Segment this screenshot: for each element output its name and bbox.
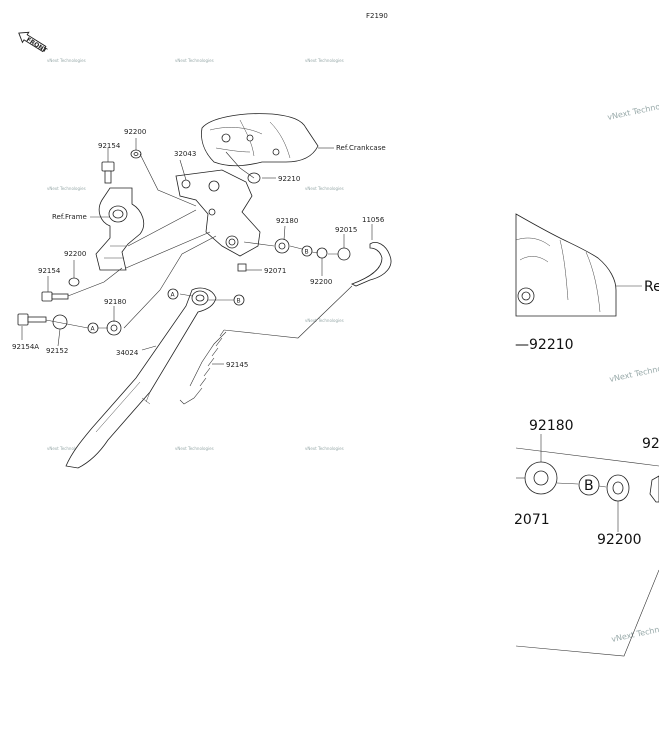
part-label: 11056 bbox=[362, 216, 385, 224]
watermarks: vNext Technologies vNext Technologies vN… bbox=[47, 58, 344, 451]
zoom-callout-b: B bbox=[584, 478, 594, 494]
svg-text:A: A bbox=[91, 326, 96, 333]
watermark: vNext Technologies bbox=[607, 97, 659, 122]
watermark: vNext Technologies bbox=[305, 58, 344, 63]
part-label: 92145 bbox=[226, 361, 248, 369]
part-label: 92210 bbox=[278, 175, 300, 183]
washer-hole bbox=[278, 242, 286, 250]
leader-lines bbox=[21, 138, 373, 365]
crankcase-housing bbox=[201, 113, 319, 167]
ref-frame-label: Ref.Frame bbox=[52, 213, 87, 221]
zoom-detail: vNext Technologies vNext Technologies vN… bbox=[514, 97, 659, 657]
nut-92015 bbox=[337, 247, 351, 261]
watermark: vNext Technologies bbox=[609, 359, 659, 384]
part-label: 92154 bbox=[98, 142, 121, 150]
washer-hole bbox=[110, 324, 118, 332]
part-label: 92200 bbox=[124, 128, 146, 136]
zoom-ref-crankcase: Re bbox=[644, 279, 659, 295]
watermark: vNext Technologies bbox=[305, 446, 344, 451]
watermark: vNext Technologies bbox=[175, 58, 214, 63]
washer-92200-left bbox=[68, 277, 80, 287]
ref-crankcase-label: Ref.Crankcase bbox=[336, 144, 386, 152]
washer-hole bbox=[133, 152, 139, 156]
switch-92071 bbox=[237, 263, 247, 272]
zoom-label-92210: —92210 bbox=[515, 337, 574, 353]
bolt-92154-mid bbox=[41, 291, 69, 302]
svg-text:B: B bbox=[305, 249, 309, 256]
spring bbox=[179, 329, 227, 405]
frame-bracket bbox=[95, 187, 145, 271]
callout-a-upper: A bbox=[167, 288, 179, 300]
watermark: vNext Technologies bbox=[47, 446, 86, 451]
part-label: 92180 bbox=[104, 298, 126, 306]
washer-92200-right bbox=[316, 247, 328, 259]
bolt-92154-top bbox=[101, 161, 115, 184]
callout-b-upper: B bbox=[233, 294, 245, 306]
zoom-label-92180: 92180 bbox=[529, 418, 574, 434]
part-label: 92180 bbox=[276, 217, 298, 225]
front-arrow-icon: FRONT bbox=[18, 31, 49, 55]
part-label: 32043 bbox=[174, 150, 196, 158]
part-label: 92200 bbox=[310, 278, 332, 286]
part-label: 34024 bbox=[116, 349, 139, 357]
part-label: 92071 bbox=[264, 267, 286, 275]
zoom-label-92200: 92200 bbox=[597, 532, 642, 548]
watermark: vNext Technologies bbox=[47, 186, 86, 191]
part-label: 92200 bbox=[64, 250, 86, 258]
side-stand bbox=[65, 287, 217, 469]
diagram-code: F2190 bbox=[366, 12, 388, 20]
rod bbox=[351, 242, 392, 287]
part-label: 92154 bbox=[38, 267, 61, 275]
watermark: vNext Technologies bbox=[611, 619, 659, 644]
svg-text:A: A bbox=[171, 292, 176, 299]
watermark: vNext Technologies bbox=[305, 318, 344, 323]
bolt-92154a bbox=[17, 313, 47, 326]
part-label: 92152 bbox=[46, 347, 68, 355]
watermark: vNext Technologies bbox=[47, 58, 86, 63]
zoom-label-fragment: 92 bbox=[642, 436, 659, 452]
zoom-label-92071-fragment: 2071 bbox=[514, 512, 550, 528]
part-label: 92154A bbox=[12, 343, 39, 351]
mount-plate bbox=[175, 169, 261, 257]
callout-b-right: B bbox=[301, 245, 313, 257]
watermark: vNext Technologies bbox=[305, 186, 344, 191]
part-labels: 92200 92154 32043 92210 92180 92015 1105… bbox=[12, 128, 385, 369]
watermark: vNext Technologies bbox=[175, 446, 214, 451]
part-label: 92015 bbox=[335, 226, 357, 234]
callout-a-lower: A bbox=[87, 322, 99, 334]
front-label: FRONT bbox=[25, 36, 49, 55]
svg-text:B: B bbox=[237, 298, 241, 305]
